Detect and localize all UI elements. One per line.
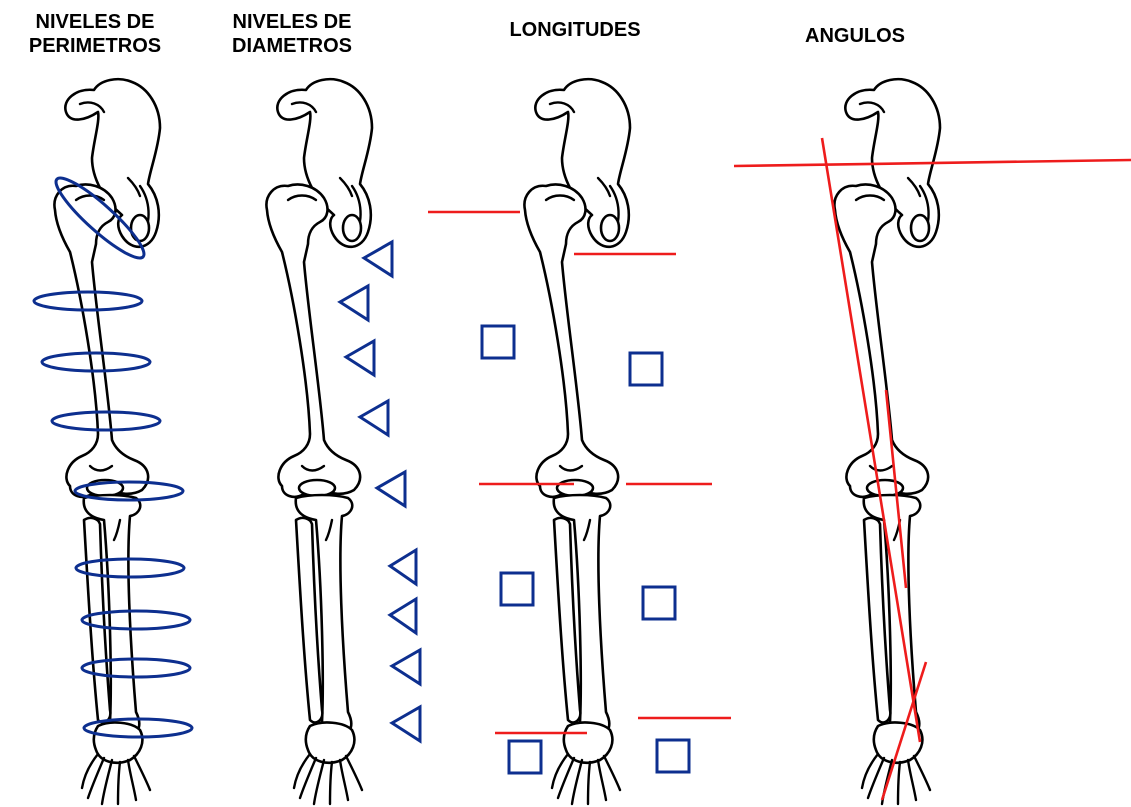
length-square — [657, 740, 689, 772]
diameter-triangle — [390, 599, 416, 633]
diameter-triangle — [346, 341, 374, 375]
diameter-triangle — [392, 650, 420, 684]
diameter-triangle — [360, 401, 388, 435]
diameter-triangle — [392, 707, 420, 741]
diameter-triangle — [364, 242, 392, 276]
diameter-triangle — [390, 550, 416, 584]
leg-skeleton-diametros — [266, 79, 372, 804]
length-square — [501, 573, 533, 605]
leg-skeleton-angulos — [834, 79, 940, 804]
leg-skeleton-perimetros — [54, 79, 160, 804]
length-square — [643, 587, 675, 619]
length-square — [482, 326, 514, 358]
length-square — [630, 353, 662, 385]
diameter-triangle — [340, 286, 368, 320]
leg-skeleton-longitudes — [524, 79, 630, 804]
diameter-triangle — [377, 472, 405, 506]
length-square — [509, 741, 541, 773]
